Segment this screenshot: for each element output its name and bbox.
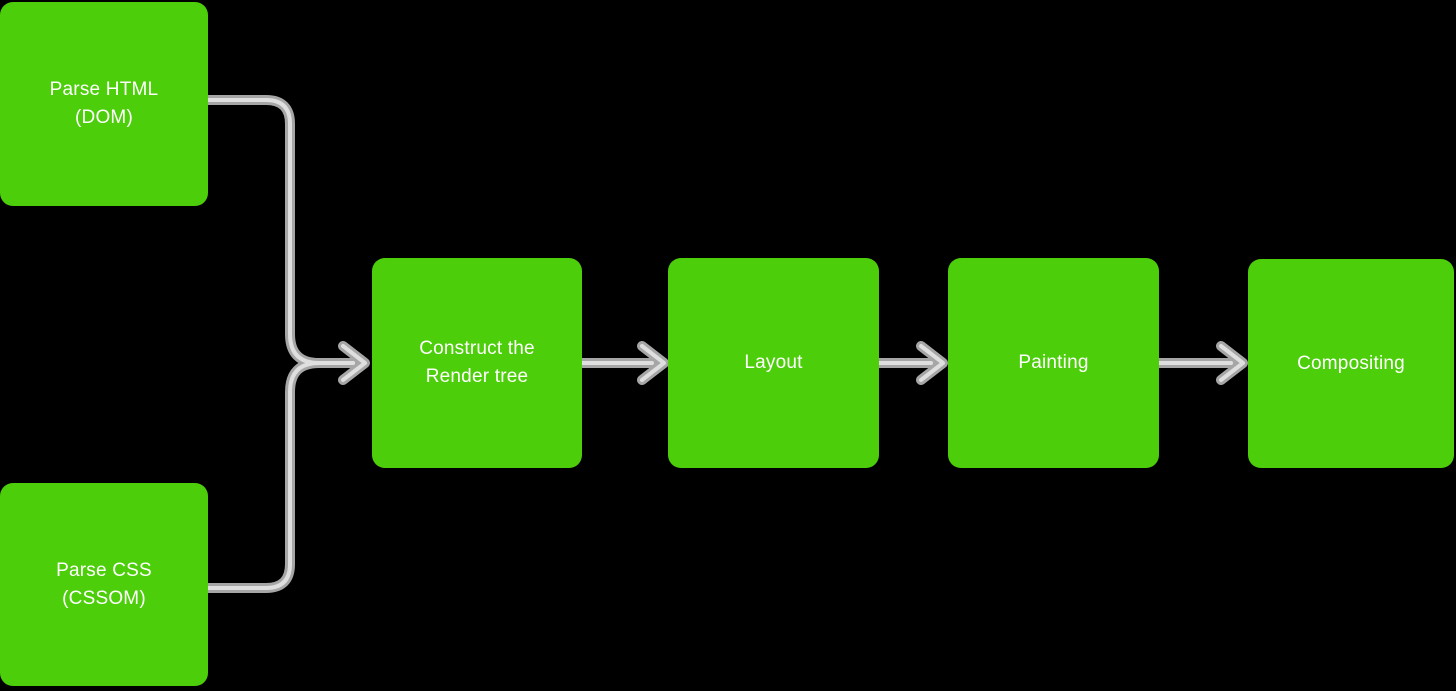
node-label-line: Parse CSS: [56, 559, 152, 581]
node-label-line: Painting: [1018, 352, 1089, 373]
edge-parse-html-to-render-tree-core: [198, 98, 355, 365]
node-parse-html: Parse HTML (DOM): [0, 2, 208, 206]
node-painting: Painting: [948, 258, 1159, 468]
node-label-line: Compositing: [1297, 352, 1405, 374]
node-compositing: Compositing: [1248, 259, 1454, 468]
node-label-line: (DOM): [75, 107, 133, 128]
arrowhead-icon: [919, 344, 945, 382]
node-layout: Layout: [668, 258, 879, 468]
node-label-line: (CSSOM): [62, 587, 146, 609]
edge-parse-html-to-render-tree: [195, 95, 358, 368]
arrowhead-icon: [341, 344, 367, 382]
node-label-line: Parse HTML: [49, 79, 159, 100]
node-parse-css: Parse CSS (CSSOM): [0, 483, 208, 686]
node-label-line: Construct the: [419, 338, 535, 359]
node-label-line: Render tree: [425, 366, 529, 387]
edge-parse-css-to-render-tree-core: [198, 361, 355, 590]
node-label-line: Layout: [744, 352, 803, 373]
arrowhead-icon: [1219, 344, 1245, 382]
node-construct-render-tree: Construct the Render tree: [372, 258, 582, 468]
edge-parse-css-to-render-tree: [195, 358, 358, 593]
arrowhead-icon: [640, 344, 666, 382]
